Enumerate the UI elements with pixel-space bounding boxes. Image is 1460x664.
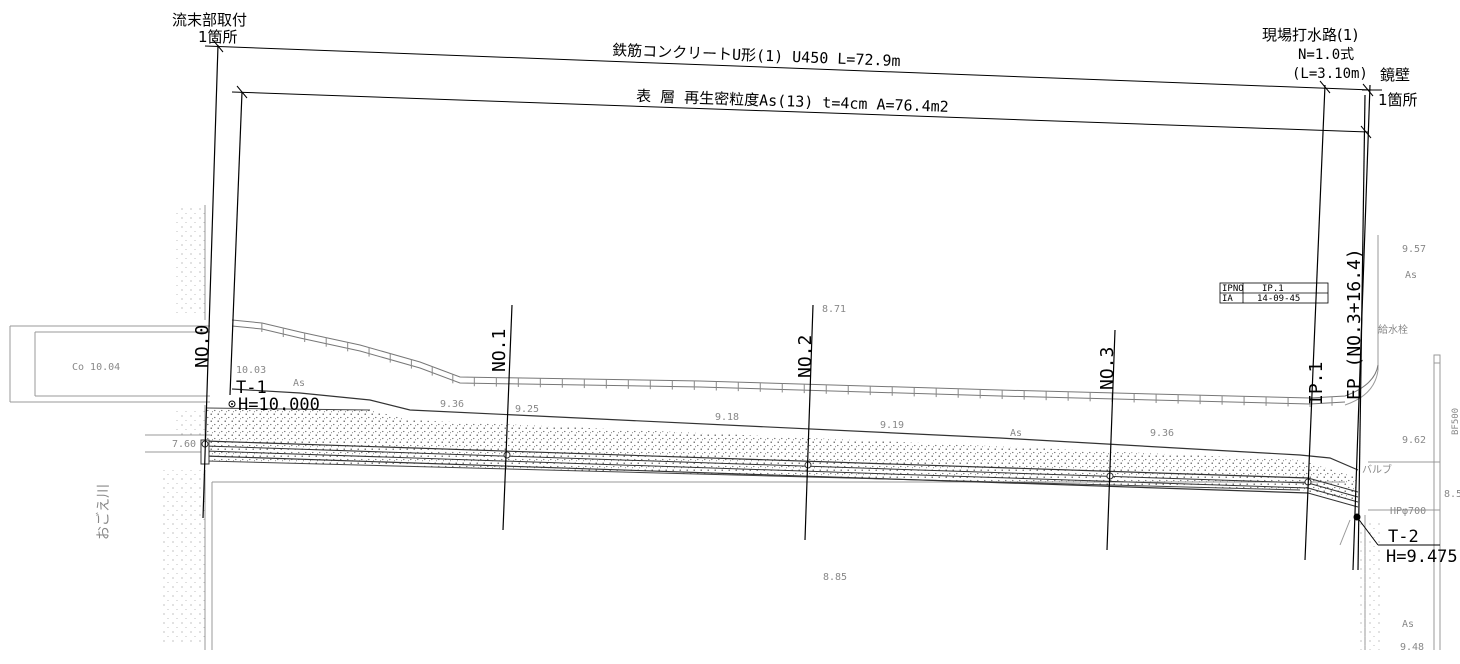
label-as-right-bot: As [1402, 619, 1414, 630]
elev-871: 8.71 [822, 304, 846, 315]
river-label: おごえ川 [96, 484, 112, 540]
label-as-left: As [293, 378, 305, 389]
bf-label: BF500 [1451, 408, 1460, 435]
ip-table-key2: IA [1222, 294, 1233, 304]
station-no0: NO.0 [192, 325, 213, 368]
hp-label: HPφ700 [1390, 506, 1426, 517]
t1-elevation: H=10.000 [238, 395, 320, 415]
elev-918: 9.18 [715, 412, 739, 423]
label-as-right-top: As [1405, 270, 1417, 281]
station-no1: NO.1 [489, 329, 510, 372]
valve-label: バルブ [1362, 463, 1392, 476]
channel-band [206, 407, 1358, 502]
elev-919: 9.19 [880, 420, 904, 431]
t2-leader [1353, 513, 1440, 546]
t1-label: T-1 [236, 378, 267, 398]
station-no2: NO.2 [795, 335, 816, 378]
annotations: 流末部取付1箇所現場打水路(1)N=1.0式(L=3.10m)鏡壁1箇所鉄筋コン… [72, 11, 1460, 653]
label-as-mid: As [1010, 428, 1022, 439]
elev-957: 9.57 [1402, 244, 1426, 255]
elev-co: Co 10.04 [72, 362, 120, 373]
ip-table-key1: IPNO [1222, 284, 1244, 294]
right-edge-count: 1箇所 [1378, 91, 1418, 109]
elev-925: 9.25 [515, 404, 539, 415]
right-background [1339, 235, 1441, 650]
elev-936a: 9.36 [440, 399, 464, 410]
elev-962: 9.62 [1402, 435, 1426, 446]
top-right-title: 現場打水路(1) [1262, 26, 1358, 44]
station-ep: EP (NO.3+16.4) [1344, 248, 1365, 400]
t1-marker [228, 400, 236, 408]
ip-table [1219, 282, 1329, 304]
right-edge-title: 鏡壁 [1380, 66, 1410, 84]
elev-936b: 9.36 [1150, 428, 1174, 439]
elev-1003: 10.03 [236, 365, 266, 376]
top-right-len: (L=3.10m) [1292, 66, 1368, 82]
elev-885: 8.85 [823, 572, 847, 583]
left-background [9, 205, 1345, 650]
pavement-edge [231, 388, 1359, 471]
hydrant-label: 給水栓 [1378, 323, 1408, 336]
t2-label: T-2 [1388, 527, 1419, 547]
station-lines [202, 44, 1371, 571]
elev-85: 8.5 [1444, 489, 1460, 500]
station-no3: NO.3 [1097, 347, 1118, 390]
top-right-qty: N=1.0式 [1298, 47, 1354, 63]
ip-table-val2: 14-09-45 [1257, 294, 1300, 304]
top-left-title: 流末部取付 [172, 11, 247, 29]
dimension-lines [204, 39, 1382, 139]
channel-dim-label: 鉄筋コンクリートU形(1) U450 L=72.9m [612, 41, 901, 70]
t2-elevation: H=9.475 [1386, 547, 1458, 567]
elev-948: 9.48 [1400, 642, 1424, 653]
elev-760: 7.60 [172, 439, 196, 450]
top-left-count: 1箇所 [198, 28, 238, 46]
station-ip1: IP.1 [1306, 362, 1327, 405]
ip-table-val1: IP.1 [1262, 284, 1284, 294]
